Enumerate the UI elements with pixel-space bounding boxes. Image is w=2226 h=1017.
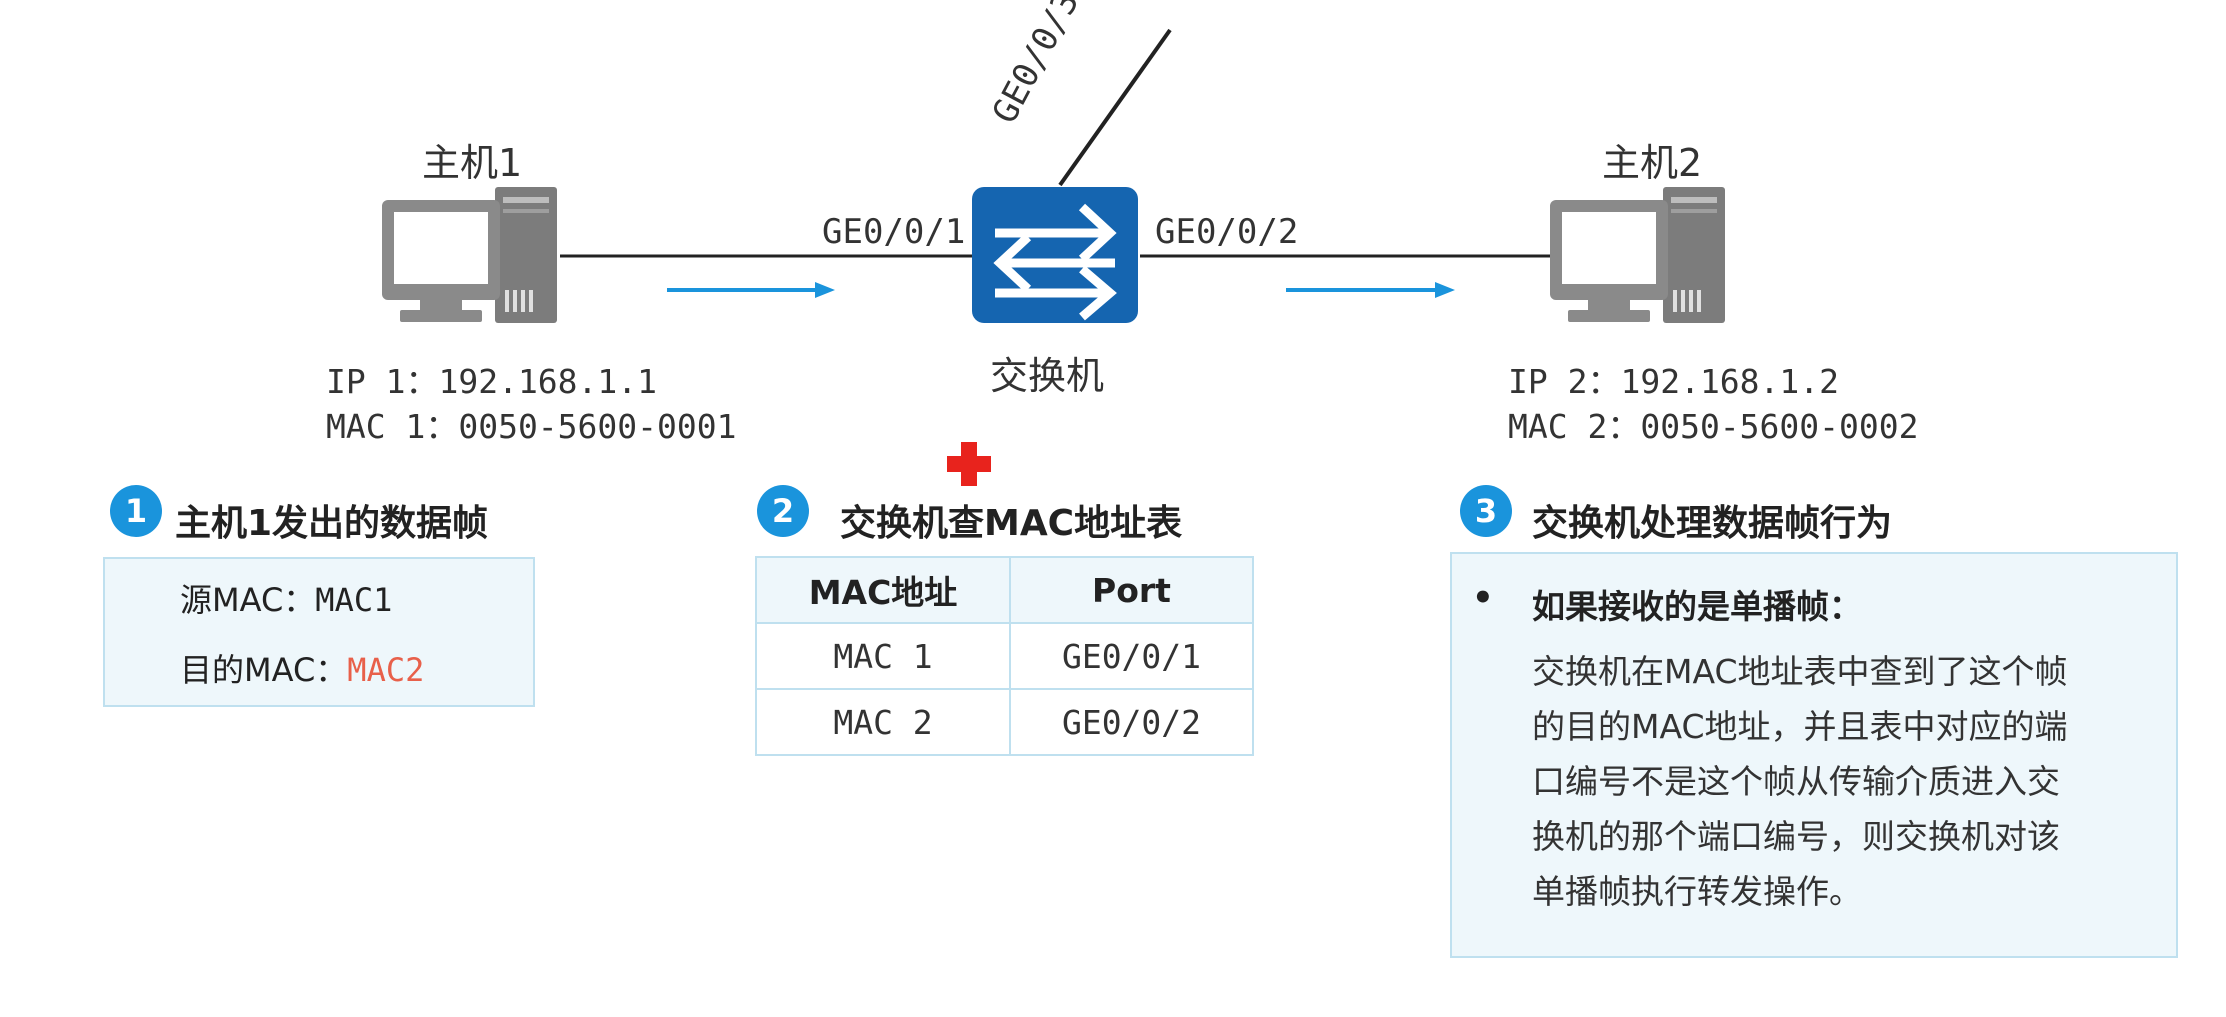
- table-row: MAC 1 GE0/0/1: [755, 622, 1254, 690]
- cell-mac: MAC 2: [755, 688, 1011, 756]
- step-1-title: 主机1发出的数据帧: [175, 503, 489, 544]
- src-mac-value: MAC1: [315, 581, 393, 619]
- paragraph-line: 单播帧执行转发操作。: [1532, 872, 1862, 911]
- switch-icon[interactable]: [970, 185, 1140, 325]
- step-2-title: 交换机查MAC地址表: [840, 503, 1183, 544]
- host2-ip: IP 2：192.168.1.2: [1508, 362, 1840, 401]
- switch-label: 交换机: [990, 354, 1105, 398]
- step-2-badge: 2: [757, 485, 809, 537]
- header-port: Port: [1009, 556, 1254, 624]
- plus-cursor-icon: [947, 442, 991, 486]
- arrow-right-icon-1: [667, 282, 835, 298]
- cell-mac: MAC 1: [755, 622, 1011, 690]
- step-3-title: 交换机处理数据帧行为: [1532, 503, 1893, 544]
- host2-mac: MAC 2：0050-5600-0002: [1508, 407, 1919, 446]
- computer-icon[interactable]: [380, 185, 560, 325]
- bullet-heading: 如果接收的是单播帧：: [1532, 587, 1862, 626]
- host1-label: 主机1: [422, 141, 523, 185]
- header-mac-address: MAC地址: [755, 556, 1011, 624]
- host1-mac: MAC 1：0050-5600-0001: [326, 407, 737, 446]
- arrow-right-icon-2: [1286, 282, 1455, 298]
- port-ge0-0-2-label: GE0/0/2: [1155, 212, 1299, 252]
- frame-info-box: 源MAC：MAC1 目的MAC：MAC2: [103, 557, 535, 707]
- table-row: MAC 2 GE0/0/2: [755, 688, 1254, 756]
- src-mac-label: 源MAC：: [180, 581, 316, 619]
- port-ge0-0-1-label: GE0/0/1: [822, 212, 966, 252]
- computer-icon[interactable]: [1548, 185, 1728, 325]
- step-1-badge: 1: [110, 485, 162, 537]
- cell-port: GE0/0/1: [1009, 622, 1254, 690]
- dst-mac-row: 目的MAC：MAC2: [180, 645, 424, 691]
- host2-label: 主机2: [1602, 141, 1703, 185]
- paragraph-line: 口编号不是这个帧从传输介质进入交: [1532, 762, 2060, 801]
- dst-mac-value: MAC2: [347, 651, 425, 689]
- mac-address-table: MAC地址 Port MAC 1 GE0/0/1 MAC 2 GE0/0/2: [755, 556, 1254, 756]
- paragraph-line: 交换机在MAC地址表中查到了这个帧: [1532, 652, 2068, 691]
- src-mac-row: 源MAC：MAC1: [180, 575, 392, 621]
- host1-ip: IP 1：192.168.1.1: [326, 362, 658, 401]
- bullet-dot: •: [1472, 578, 1494, 618]
- paragraph-line: 换机的那个端口编号，则交换机对该: [1532, 817, 2060, 856]
- behavior-box: • 如果接收的是单播帧： 交换机在MAC地址表中查到了这个帧 的目的MAC地址，…: [1450, 552, 2178, 958]
- link-uplink: [1058, 28, 1172, 187]
- behavior-paragraph: 交换机在MAC地址表中查到了这个帧 的目的MAC地址，并且表中对应的端 口编号不…: [1532, 644, 2068, 919]
- table-header-row: MAC地址 Port: [755, 556, 1254, 624]
- cell-port: GE0/0/2: [1009, 688, 1254, 756]
- dst-mac-label: 目的MAC：: [180, 651, 348, 689]
- paragraph-line: 的目的MAC地址，并且表中对应的端: [1532, 707, 2068, 746]
- step-3-badge: 3: [1460, 485, 1512, 537]
